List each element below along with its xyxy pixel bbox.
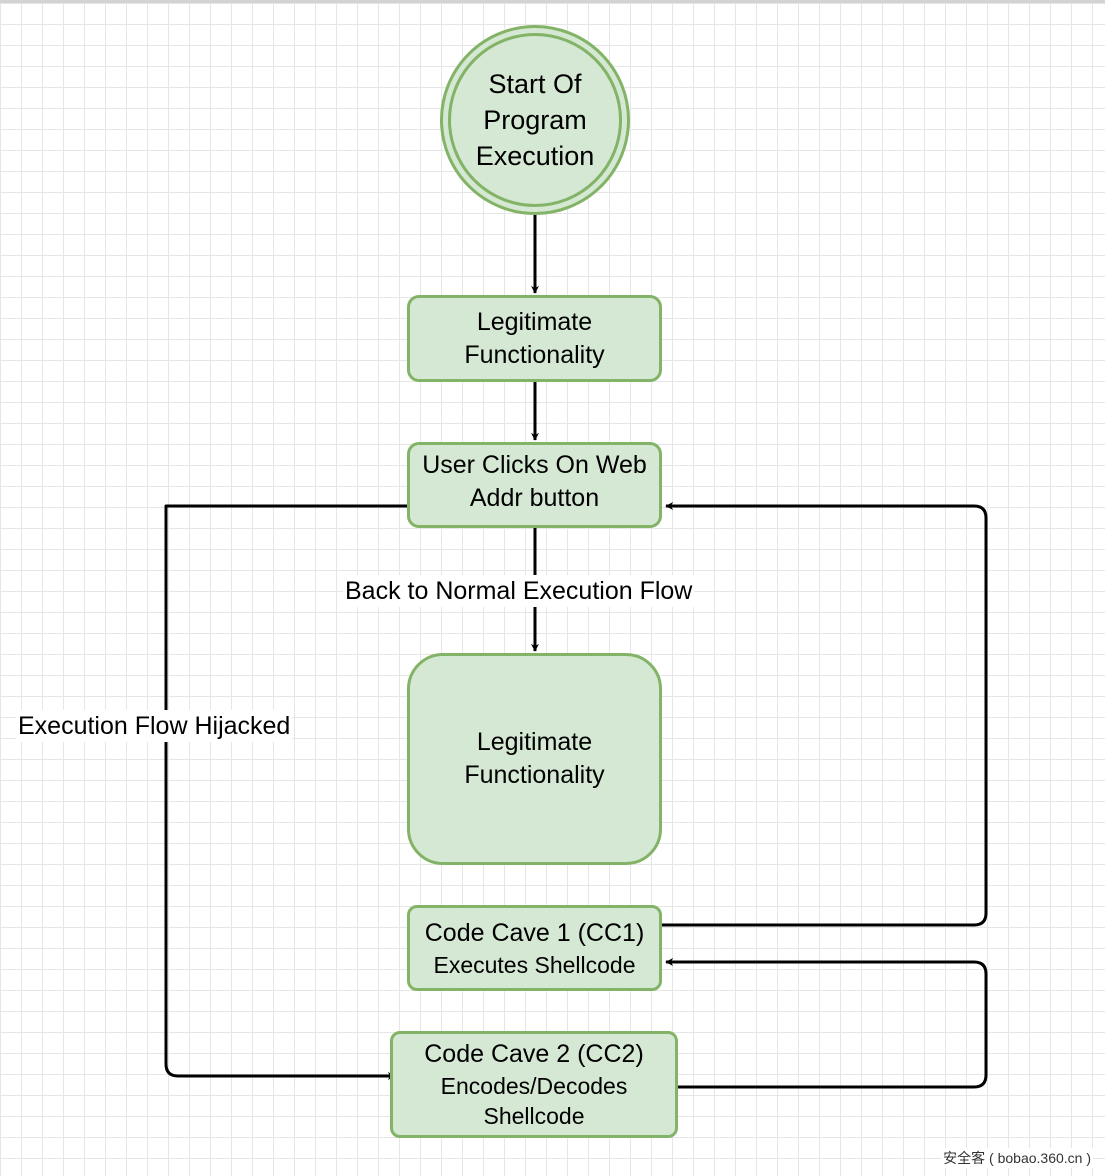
start-node-line-2: Program [483, 105, 587, 135]
legit1-line-2: Functionality [464, 340, 605, 369]
edge-cc1-to-userclicks [662, 502, 988, 927]
edge-userclicks-to-cc2-hijack [164, 504, 407, 1080]
code-cave-1-node: Code Cave 1 (CC1) Executes Shellcode [407, 905, 662, 991]
legit2-line-1: Legitimate [476, 728, 593, 756]
cc1-line-1: Code Cave 1 (CC1) [424, 918, 645, 947]
edge-cc2-to-cc1 [665, 958, 988, 1089]
start-node-line-3: Execution [475, 141, 595, 171]
legitimate-functionality-node-2: Legitimate Functionality [407, 653, 662, 865]
cc2-line-2: Encodes/Decodes [440, 1073, 628, 1099]
cc2-line-3: Shellcode [483, 1103, 585, 1129]
cc2-line-1: Code Cave 2 (CC2) [424, 1040, 644, 1068]
cc1-line-2: Executes Shellcode [433, 951, 636, 978]
start-node-line-1: Start Of [488, 69, 582, 99]
legit1-line-1: Legitimate [476, 307, 593, 336]
back-to-normal-label: Back to Normal Execution Flow [343, 575, 695, 607]
execution-flow-hijacked-label: Execution Flow Hijacked [16, 710, 293, 742]
canvas-top-border [0, 0, 1105, 3]
watermark: 安全客 ( bobao.360.cn ) [941, 1148, 1093, 1168]
legitimate-functionality-node-1: Legitimate Functionality [407, 295, 662, 382]
user-clicks-line-1: User Clicks On Web [422, 451, 647, 479]
user-clicks-node: User Clicks On Web Addr button [407, 442, 662, 528]
start-node: Start Of Program Execution [448, 33, 622, 207]
user-clicks-line-2: Addr button [469, 484, 600, 512]
code-cave-2-node: Code Cave 2 (CC2) Encodes/Decodes Shellc… [390, 1031, 678, 1138]
legit2-line-2: Functionality [464, 761, 605, 789]
